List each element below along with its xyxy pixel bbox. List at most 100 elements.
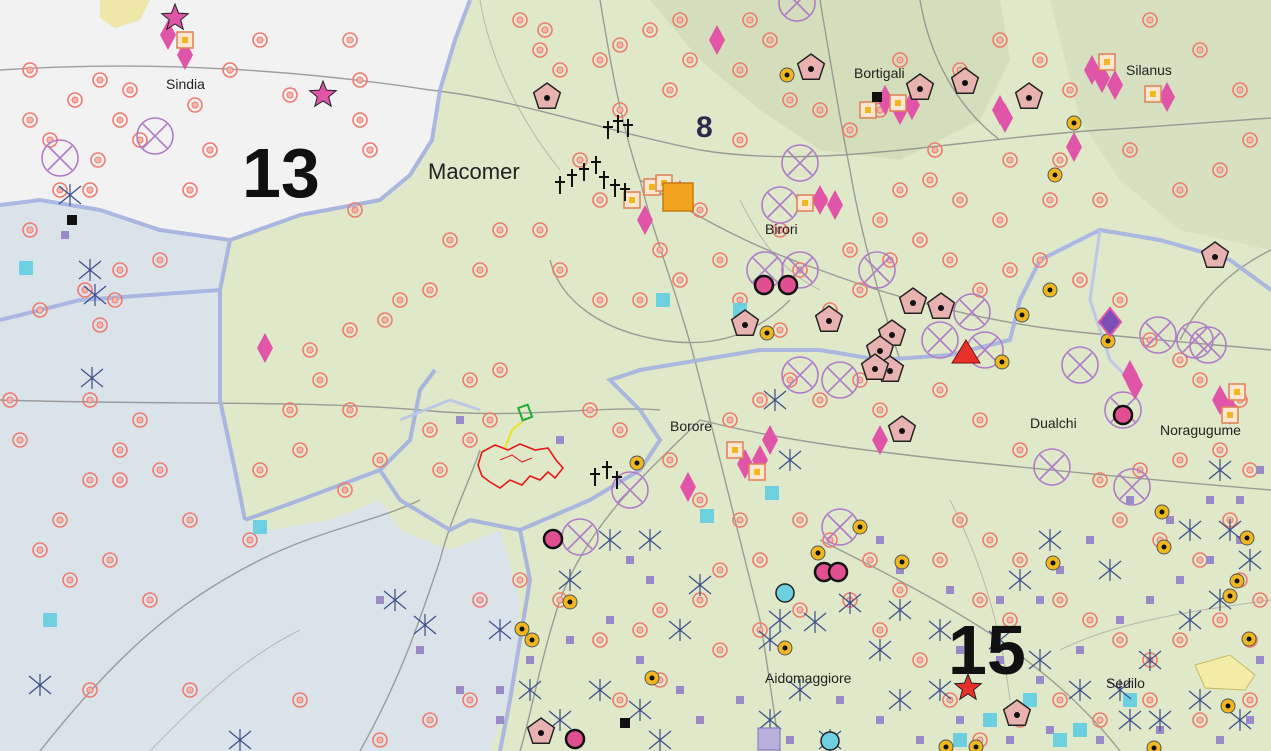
- diamond-marker-icon[interactable]: [1127, 370, 1143, 400]
- crossed-circle-icon[interactable]: [781, 251, 819, 289]
- grid-square-icon[interactable]: [757, 727, 781, 751]
- purple-square-icon[interactable]: [606, 616, 614, 624]
- church-cross-icon[interactable]: [555, 176, 565, 194]
- asterisk-marker-icon[interactable]: [1238, 549, 1262, 571]
- archaeological-site-icon[interactable]: [842, 122, 858, 138]
- archaeological-site-icon[interactable]: [722, 412, 738, 428]
- cyan-circle-icon[interactable]: [775, 583, 795, 603]
- purple-square-icon[interactable]: [786, 736, 794, 744]
- gold-dot-icon[interactable]: [524, 632, 540, 648]
- asterisk-marker-icon[interactable]: [1068, 679, 1092, 701]
- archaeological-site-icon[interactable]: [1012, 442, 1028, 458]
- archaeological-site-icon[interactable]: [442, 232, 458, 248]
- purple-square-icon[interactable]: [1236, 496, 1244, 504]
- archaeological-site-icon[interactable]: [1052, 152, 1068, 168]
- purple-square-icon[interactable]: [956, 716, 964, 724]
- archaeological-site-icon[interactable]: [732, 62, 748, 78]
- green-site-box[interactable]: [516, 403, 534, 422]
- purple-square-icon[interactable]: [1216, 736, 1224, 744]
- archaeological-site-icon[interactable]: [782, 92, 798, 108]
- purple-square-icon[interactable]: [1086, 536, 1094, 544]
- archaeological-site-icon[interactable]: [432, 462, 448, 478]
- archaeological-site-icon[interactable]: [1032, 252, 1048, 268]
- asterisk-marker-icon[interactable]: [28, 674, 52, 696]
- tower-square-icon[interactable]: [748, 463, 766, 481]
- archaeological-site-icon[interactable]: [512, 12, 528, 28]
- asterisk-marker-icon[interactable]: [488, 619, 512, 641]
- purple-square-icon[interactable]: [1126, 496, 1134, 504]
- archaeological-site-icon[interactable]: [82, 472, 98, 488]
- archaeological-site-icon[interactable]: [512, 572, 528, 588]
- tower-square-icon[interactable]: [623, 191, 641, 209]
- archaeological-site-icon[interactable]: [342, 402, 358, 418]
- archaeological-site-icon[interactable]: [312, 372, 328, 388]
- archaeological-site-icon[interactable]: [932, 552, 948, 568]
- archaeological-site-icon[interactable]: [927, 142, 943, 158]
- archaeological-site-icon[interactable]: [32, 302, 48, 318]
- archaeological-site-icon[interactable]: [342, 32, 358, 48]
- archaeological-site-icon[interactable]: [1242, 132, 1258, 148]
- cyan-square-icon[interactable]: [253, 520, 267, 534]
- pentagon-marker-icon[interactable]: [730, 309, 760, 337]
- archaeological-site-icon[interactable]: [112, 442, 128, 458]
- purple-square-icon[interactable]: [1256, 466, 1264, 474]
- asterisk-marker-icon[interactable]: [628, 699, 652, 721]
- archaeological-site-icon[interactable]: [1112, 292, 1128, 308]
- crossed-circle-icon[interactable]: [1189, 326, 1227, 364]
- archaeological-site-icon[interactable]: [107, 292, 123, 308]
- purple-square-icon[interactable]: [1146, 596, 1154, 604]
- archaeological-site-icon[interactable]: [242, 532, 258, 548]
- diamond-marker-icon[interactable]: [762, 425, 778, 455]
- dark-ring-icon[interactable]: [1112, 404, 1134, 426]
- cyan-square-icon[interactable]: [765, 486, 779, 500]
- archaeological-site-icon[interactable]: [142, 592, 158, 608]
- purple-square-icon[interactable]: [836, 696, 844, 704]
- archaeological-site-icon[interactable]: [712, 562, 728, 578]
- archaeological-site-icon[interactable]: [62, 572, 78, 588]
- church-cross-icon[interactable]: [599, 171, 609, 189]
- dark-ring-icon[interactable]: [827, 561, 849, 583]
- archaeological-site-icon[interactable]: [632, 622, 648, 638]
- gold-dot-icon[interactable]: [1239, 530, 1255, 546]
- pentagon-marker-icon[interactable]: [905, 73, 935, 101]
- archaeological-site-icon[interactable]: [492, 362, 508, 378]
- star-marker-icon[interactable]: [160, 2, 190, 31]
- archaeological-site-icon[interactable]: [752, 622, 768, 638]
- archaeological-site-icon[interactable]: [942, 692, 958, 708]
- gold-dot-icon[interactable]: [1154, 504, 1170, 520]
- archaeological-site-icon[interactable]: [682, 52, 698, 68]
- gold-dot-icon[interactable]: [1156, 539, 1172, 555]
- asterisk-marker-icon[interactable]: [1218, 519, 1242, 541]
- pentagon-marker-icon[interactable]: [898, 287, 928, 315]
- archaeological-site-icon[interactable]: [102, 552, 118, 568]
- archaeological-site-icon[interactable]: [812, 392, 828, 408]
- archaeological-site-icon[interactable]: [1242, 692, 1258, 708]
- archaeological-site-icon[interactable]: [352, 72, 368, 88]
- archaeological-site-icon[interactable]: [342, 322, 358, 338]
- archaeological-site-icon[interactable]: [982, 532, 998, 548]
- purple-square-icon[interactable]: [1056, 566, 1064, 574]
- diamond-marker-icon[interactable]: [997, 103, 1013, 133]
- purple-square-icon[interactable]: [61, 231, 69, 239]
- church-cross-icon[interactable]: [610, 179, 620, 197]
- asterisk-marker-icon[interactable]: [788, 679, 812, 701]
- archaeological-site-icon[interactable]: [282, 87, 298, 103]
- archaeological-site-icon[interactable]: [1192, 552, 1208, 568]
- archaeological-site-icon[interactable]: [972, 412, 988, 428]
- asterisk-marker-icon[interactable]: [758, 709, 782, 731]
- crossed-circle-icon[interactable]: [1033, 448, 1071, 486]
- archaeological-site-icon[interactable]: [362, 142, 378, 158]
- gold-dot-icon[interactable]: [994, 354, 1010, 370]
- archaeological-site-icon[interactable]: [592, 192, 608, 208]
- archaeological-site-icon[interactable]: [1002, 262, 1018, 278]
- purple-square-icon[interactable]: [676, 686, 684, 694]
- archaeological-site-icon[interactable]: [337, 482, 353, 498]
- dark-ring-icon[interactable]: [753, 274, 775, 296]
- archaeological-site-icon[interactable]: [592, 632, 608, 648]
- archaeological-site-icon[interactable]: [1172, 632, 1188, 648]
- cyan-square-icon[interactable]: [43, 613, 57, 627]
- archaeological-site-icon[interactable]: [422, 282, 438, 298]
- dark-ring-icon[interactable]: [542, 528, 564, 550]
- cyan-square-icon[interactable]: [1073, 723, 1087, 737]
